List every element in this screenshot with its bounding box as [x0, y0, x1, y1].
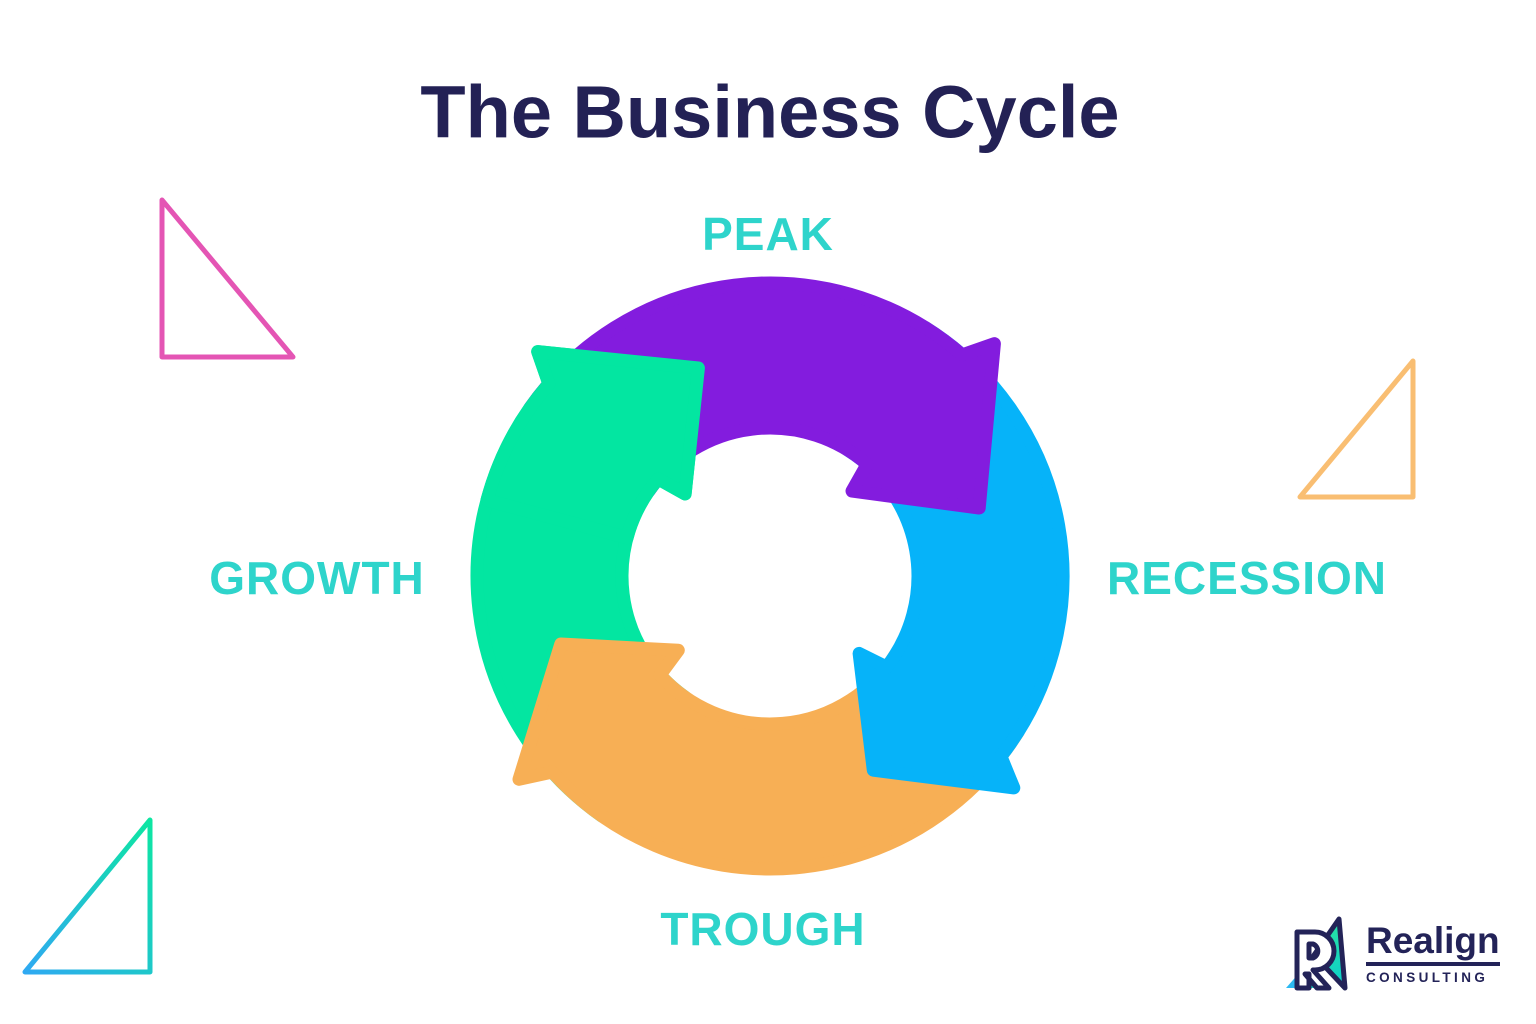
- page-title: The Business Cycle: [420, 70, 1120, 154]
- logo-divider: [1366, 962, 1500, 966]
- cycle-arrow-growth-head: [480, 345, 705, 545]
- triangle-decoration-top-left: [159, 197, 296, 360]
- triangle-decoration-bottom-left: [22, 817, 153, 975]
- triangle-decoration-right: [1297, 358, 1416, 500]
- logo-descriptor: CONSULTING: [1366, 970, 1489, 985]
- stage-label-recession: RECESSION: [1107, 552, 1387, 604]
- logo-text-block: Realign CONSULTING: [1366, 914, 1500, 985]
- stage-label-trough: TROUGH: [660, 903, 866, 955]
- logo-company-name: Realign: [1366, 920, 1500, 961]
- realign-consulting-logo: Realign CONSULTING: [1283, 914, 1500, 992]
- realign-logo-icon: [1286, 916, 1348, 991]
- stage-label-growth: GROWTH: [209, 552, 425, 604]
- stage-label-peak: PEAK: [702, 208, 834, 260]
